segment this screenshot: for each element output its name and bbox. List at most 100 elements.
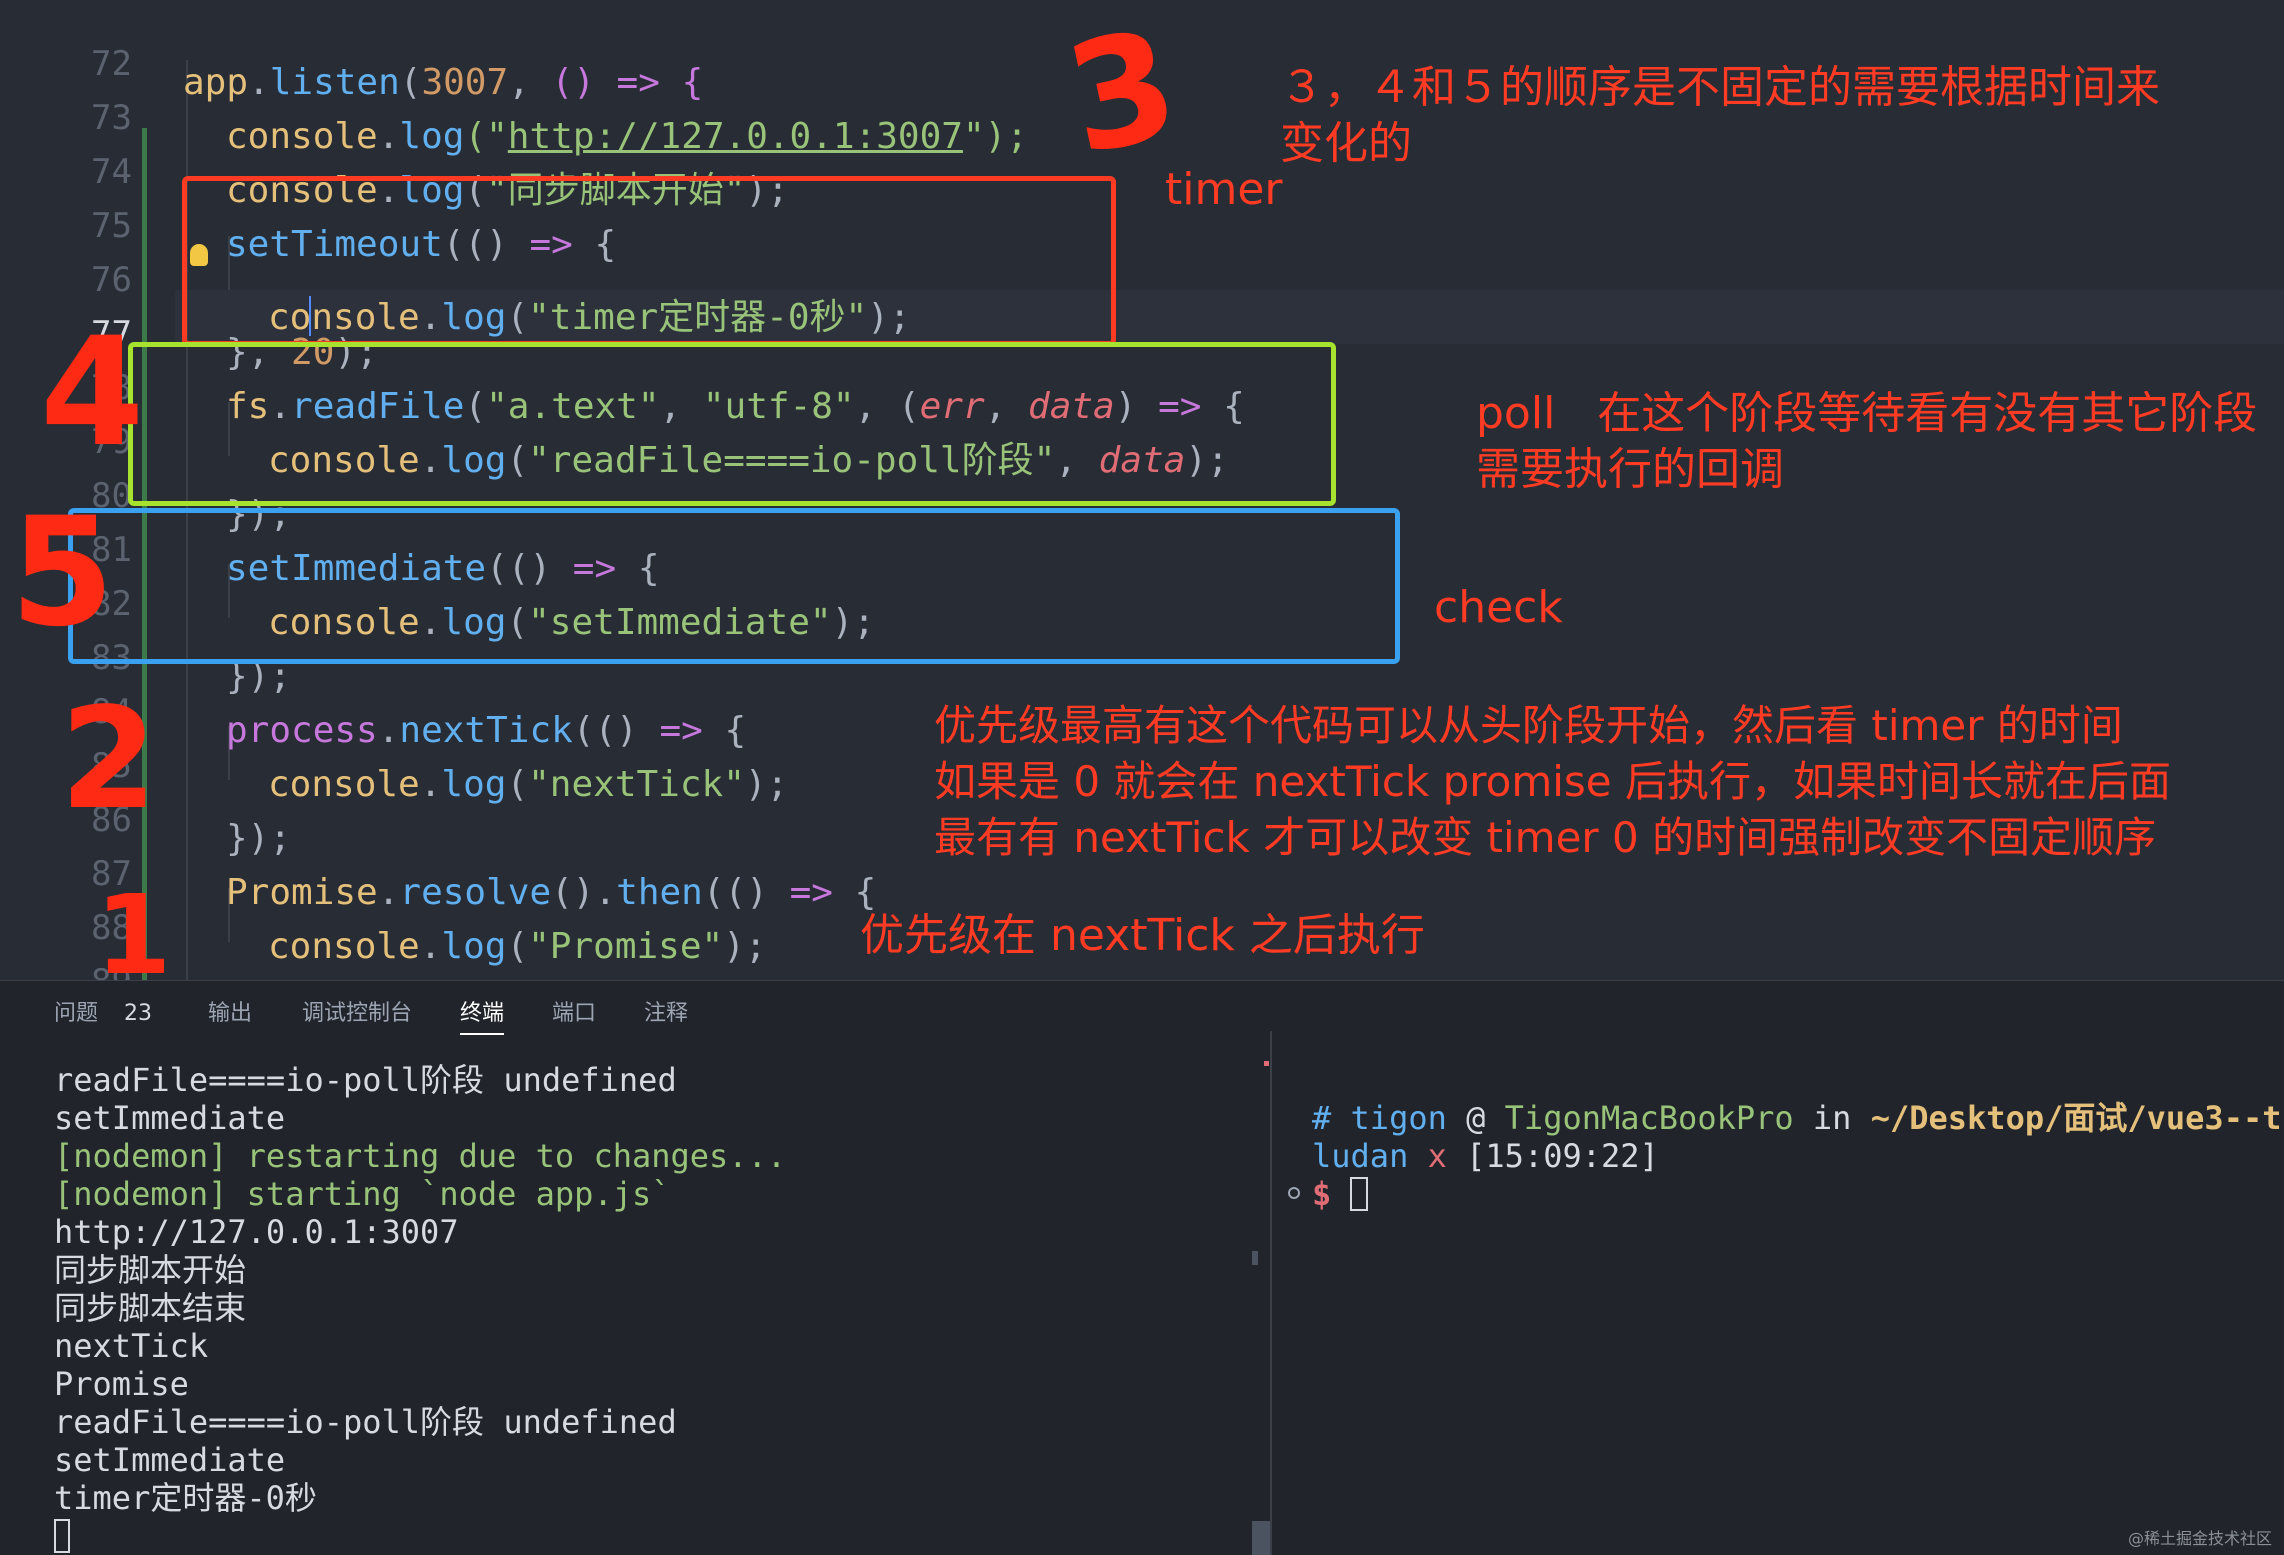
line-number: 83 <box>91 638 132 678</box>
code-text: setImmediate(() => { <box>226 548 660 589</box>
code-line-74[interactable]: 74 console.log("同步脚本开始"); <box>0 126 789 211</box>
tab-debug-console[interactable]: 调试控制台 <box>302 1001 413 1026</box>
indent-guide <box>228 402 230 456</box>
indent-guide <box>228 564 230 618</box>
code-line-88[interactable]: 88 console.log("Promise"); <box>0 882 767 967</box>
watermark: @稀土掘金技术社区 <box>2127 1529 2272 1548</box>
code-text: process.nextTick(() => { <box>226 710 747 751</box>
code-line-76[interactable]: 76 console.log("timer定时器-0秒"); <box>0 234 911 338</box>
code-text: setTimeout(() => { <box>226 224 617 265</box>
line-number: 85 <box>91 746 132 786</box>
code-text: console.log("http://127.0.0.1:3007"); <box>226 116 1028 157</box>
terminal-line: setImmediate <box>54 1099 286 1137</box>
terminal-right-cursor <box>1350 1177 1368 1211</box>
active-line-highlight <box>175 290 2284 344</box>
code-line-81[interactable]: 81 setImmediate(() => { <box>0 504 659 589</box>
terminal-line: readFile====io-poll阶段 undefined <box>54 1403 677 1441</box>
terminal-scrollbar[interactable] <box>1252 1251 1258 1265</box>
line-number: 76 <box>91 260 132 300</box>
order-number-1: 1 <box>95 871 172 980</box>
order-number-4: 4 <box>40 306 145 480</box>
order-number-3: 3 <box>1053 0 1192 189</box>
code-text: fs.readFile("a.text", "utf-8", (err, dat… <box>226 386 1245 427</box>
code-text: console.log("setImmediate"); <box>268 602 875 643</box>
terminal-line: setImmediate <box>54 1441 286 1479</box>
line-number: 86 <box>91 800 132 840</box>
check-label: check <box>1434 582 1563 633</box>
code-line-82[interactable]: 82 console.log("setImmediate"); <box>0 558 875 643</box>
line-number: 89 <box>20 955 132 980</box>
prompt-line-2: ludan x [15:09:22] <box>1312 1137 1659 1175</box>
indent-guide <box>228 236 230 290</box>
line-number: 74 <box>91 152 132 192</box>
prompt-line-1: # tigon @ TigonMacBookPro in ~/Desktop/面… <box>1312 1099 2284 1137</box>
line-number: 75 <box>91 206 132 246</box>
nexttick-note: 优先级最高有这个代码可以从头阶段开始，然后看 timer 的时间 如果是 0 就… <box>934 701 2171 862</box>
terminal-line: Promise <box>54 1365 189 1403</box>
code-editor[interactable]: 72 app.listen(3007, () => { 73 console.l… <box>0 0 2284 980</box>
indent-guide <box>186 60 188 980</box>
git-change-indicator <box>142 128 147 980</box>
tab-output[interactable]: 输出 <box>208 1001 253 1026</box>
line-number: 88 <box>91 908 132 948</box>
code-text: }, 20); <box>226 332 378 373</box>
terminal-line: nextTick <box>54 1327 209 1365</box>
terminal-cursor <box>54 1519 70 1553</box>
code-text: console.log("readFile====io-poll阶段", dat… <box>268 440 1229 481</box>
lightbulb-icon[interactable] <box>190 244 208 266</box>
prompt-status-circle-icon <box>1288 1187 1300 1199</box>
timer-annotation-box <box>182 176 1116 346</box>
code-line-87[interactable]: 87 Promise.resolve().then(() => { <box>0 828 876 913</box>
code-text: Promise.resolve().then(() => { <box>226 872 877 913</box>
poll-annotation-box <box>128 342 1336 506</box>
terminal-line: readFile====io-poll阶段 undefined <box>54 1061 677 1099</box>
terminal-line: [nodemon] starting `node app.js` <box>54 1175 671 1213</box>
terminal-scrollbar-thumb[interactable] <box>1252 1521 1270 1555</box>
line-number: 77 <box>91 314 132 354</box>
terminal-line: 同步脚本结束 <box>54 1289 247 1327</box>
timer-label: timer <box>1165 164 1283 215</box>
tab-comments[interactable]: 注释 <box>644 1001 689 1026</box>
indent-guide <box>228 888 230 942</box>
order-note: ３，４和５的顺序是不固定的需要根据时间来 变化的 <box>1280 62 2160 169</box>
terminal-line: 同步脚本开始 <box>54 1251 247 1289</box>
code-line-72[interactable]: 72 app.listen(3007, () => { <box>0 18 703 103</box>
code-line-77[interactable]: 77 }, 20); <box>0 288 378 373</box>
code-text: console.log("timer定时器-0秒"); <box>268 297 911 338</box>
terminal-line: [nodemon] restarting due to changes... <box>54 1137 787 1175</box>
line-number: 82 <box>91 584 132 624</box>
code-line-84[interactable]: 84 process.nextTick(() => { <box>0 666 746 751</box>
code-text: app.listen(3007, () => { <box>183 62 704 103</box>
line-number: 81 <box>91 530 132 570</box>
text-cursor <box>309 296 311 336</box>
check-annotation-box <box>68 508 1400 664</box>
tab-ports[interactable]: 端口 <box>552 1001 597 1026</box>
code-line-79[interactable]: 79 console.log("readFile====io-poll阶段", … <box>0 396 1229 481</box>
code-line-86[interactable]: 86 }); <box>0 774 291 859</box>
line-number: 78 <box>91 368 132 408</box>
code-line-75[interactable]: 75 setTimeout(() => { <box>0 180 616 265</box>
line-number: 79 <box>91 422 132 462</box>
code-text: console.log("nextTick"); <box>268 764 789 805</box>
url-link[interactable]: http://127.0.0.1:3007 <box>507 116 963 157</box>
tab-terminal[interactable]: 终端 <box>460 995 505 1035</box>
code-line-73[interactable]: 73 console.log("http://127.0.0.1:3007"); <box>0 72 1028 157</box>
code-line-89[interactable]: 89 }); <box>0 936 132 980</box>
terminal-marker <box>1264 1061 1269 1066</box>
code-text: }); <box>226 494 292 535</box>
terminal-split-divider[interactable] <box>1270 1031 1272 1555</box>
prompt-line-3: $ <box>1312 1175 1332 1213</box>
code-line-78[interactable]: 78 fs.readFile("a.text", "utf-8", (err, … <box>0 342 1245 427</box>
line-number: 72 <box>91 44 132 84</box>
code-text: console.log("Promise"); <box>268 926 767 967</box>
order-number-5: 5 <box>10 486 115 660</box>
line-number: 84 <box>91 692 132 732</box>
line-number: 73 <box>91 98 132 138</box>
terminal-line: http://127.0.0.1:3007 <box>54 1213 459 1251</box>
code-line-85[interactable]: 85 console.log("nextTick"); <box>0 720 788 805</box>
code-text: }); <box>226 818 292 859</box>
indent-guide <box>228 726 230 780</box>
